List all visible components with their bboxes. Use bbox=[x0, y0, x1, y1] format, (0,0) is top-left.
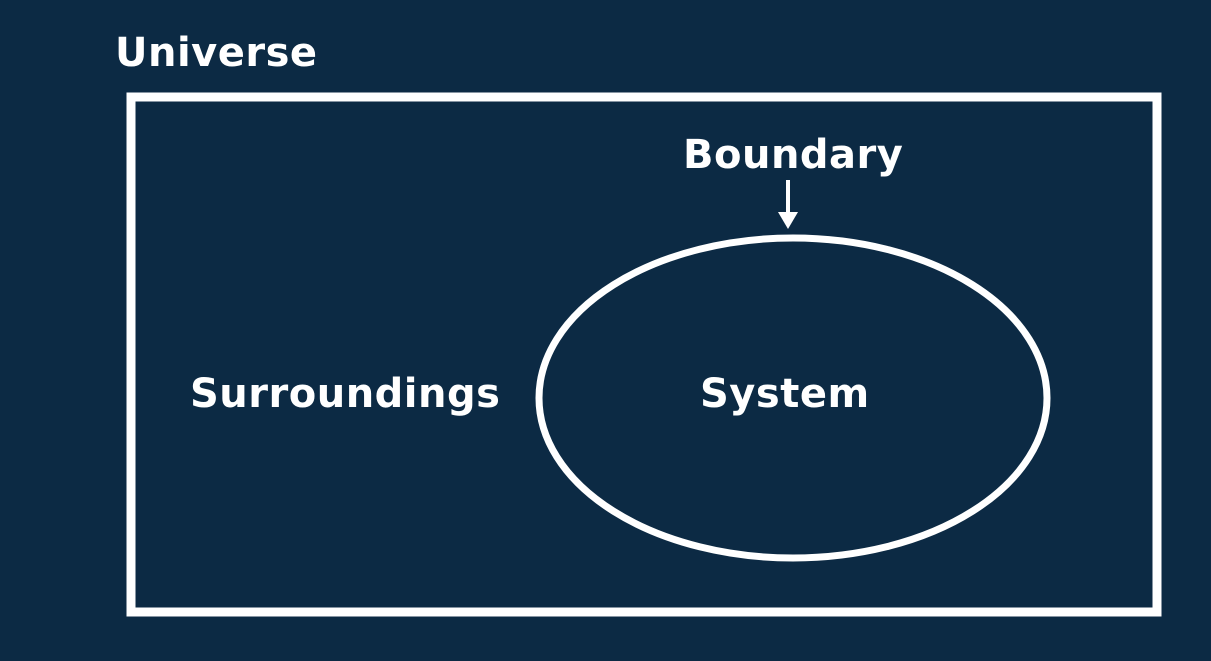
boundary-arrow-head bbox=[778, 212, 798, 229]
universe-label: Universe bbox=[115, 30, 318, 76]
boundary-label: Boundary bbox=[683, 132, 904, 178]
surroundings-label: Surroundings bbox=[190, 371, 501, 417]
system-label: System bbox=[700, 371, 870, 417]
system-boundary-ellipse bbox=[535, 234, 1051, 562]
universe-box bbox=[126, 92, 1162, 617]
